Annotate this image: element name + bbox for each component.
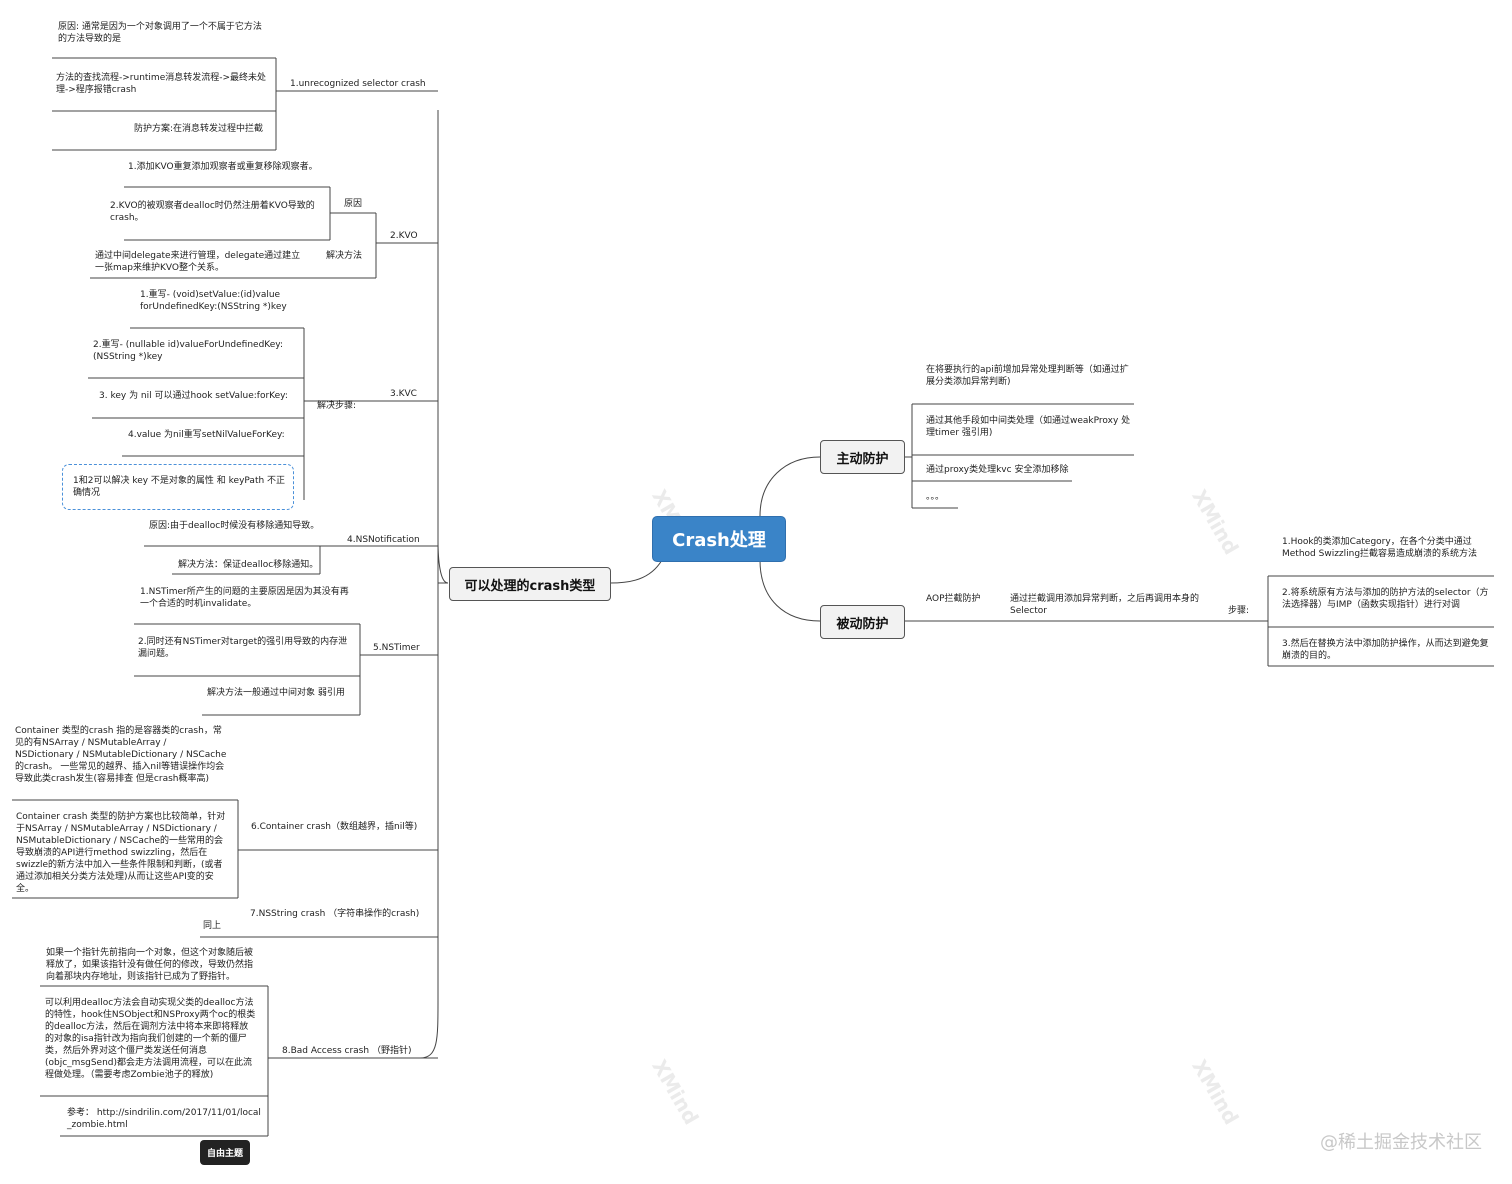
passive-step-3[interactable]: 3.然后在替换方法中添加防护操作，从而达到避免复崩溃的目的。 — [1282, 639, 1489, 661]
bad-access-reference[interactable]: 参考： http://sindrilin.com/2017/11/01/loca… — [67, 1108, 261, 1130]
kvc-note[interactable]: 1和2可以解决 key 不是对象的属性 和 keyPath 不正确情况 — [73, 476, 286, 498]
passive-step-1[interactable]: 1.Hook的类添加Category，在各个分类中通过Method Swizzl… — [1282, 537, 1478, 559]
unrecognized-flow[interactable]: 方法的查找流程->runtime消息转发流程->最终未处理->程序报错crash — [56, 73, 267, 95]
timer-solution[interactable]: 解决方法一般通过中间对象 弱引用 — [207, 688, 345, 698]
main-topic-crash-types[interactable]: 可以处理的crash类型 — [449, 567, 611, 601]
passive-aop-description[interactable]: 通过拦截调用添加异常判断，之后再调用本身的Selector — [1010, 594, 1200, 616]
branch-unrecognized-selector[interactable]: 1.unrecognized selector crash — [290, 79, 426, 89]
active-item-3[interactable]: 通过proxy类处理kvc 安全添加移除 — [926, 465, 1069, 475]
active-item-4[interactable]: 。。。 — [926, 492, 945, 502]
passive-steps-label[interactable]: 步骤: — [1228, 606, 1250, 616]
connector-central-left — [609, 559, 663, 584]
kvc-step-1[interactable]: 1.重写- (void)setValue:(id)value forUndefi… — [140, 290, 287, 312]
branch-nstimer[interactable]: 5.NSTimer — [373, 643, 420, 653]
timer-item-2[interactable]: 2.同时还有NSTimer对target的强引用导致的内存泄漏问题。 — [138, 637, 348, 659]
passive-aop[interactable]: AOP拦截防护 — [926, 594, 981, 604]
connector-central-passive — [759, 559, 821, 622]
bad-access-description[interactable]: 如果一个指针先前指向一个对象，但这个对象随后被释放了，如果该指针没有做任何的修改… — [46, 948, 254, 982]
branch-nsstring-crash[interactable]: 7.NSString crash （字符串操作的crash) — [250, 909, 420, 919]
kvc-note-box[interactable] — [62, 464, 294, 510]
connector-left-trunk — [419, 110, 449, 1059]
kvo-reason-label[interactable]: 原因 — [344, 199, 363, 209]
notification-reason[interactable]: 原因:由于dealloc时候没有移除通知导致。 — [149, 521, 320, 531]
kvc-step-4[interactable]: 4.value 为nil重写setNilValueForKey: — [128, 430, 285, 440]
kvo-solution[interactable]: 通过中间delegate来进行管理，delegate通过建立一张map来维护KV… — [95, 251, 301, 273]
kvo-reason-2[interactable]: 2.KVO的被观察者dealloc时仍然注册着KVO导致的crash。 — [110, 201, 315, 223]
container-description[interactable]: Container 类型的crash 指的是容器类的crash，常见的有NSAr… — [15, 726, 227, 784]
unrecognized-reason[interactable]: 原因: 通常是因为一个对象调用了一个不属于它方法的方法导致的是 — [58, 22, 262, 44]
kvo-solution-label[interactable]: 解决方法 — [326, 251, 363, 261]
site-watermark: @稀土掘金技术社区 — [1320, 1132, 1482, 1153]
branch-nsnotification[interactable]: 4.NSNotification — [347, 535, 420, 545]
branch-kvo[interactable]: 2.KVO — [390, 231, 418, 241]
unrecognized-defense[interactable]: 防护方案:在消息转发过程中拦截 — [134, 124, 264, 134]
passive-step-2[interactable]: 2.将系统原有方法与添加的防护方法的selector（方法选择器）与IMP（函数… — [1282, 588, 1489, 610]
central-topic[interactable]: Crash处理 — [652, 516, 786, 562]
branch-kvc[interactable]: 3.KVC — [390, 389, 417, 399]
connector-central-active — [759, 456, 821, 517]
main-topic-active-protection[interactable]: 主动防护 — [820, 440, 905, 474]
kvo-reason-1[interactable]: 1.添加KVO重复添加观察者或重复移除观察者。 — [128, 162, 318, 172]
notification-solution[interactable]: 解决方法：保证dealloc移除通知。 — [178, 560, 319, 570]
active-item-2[interactable]: 通过其他手段如中间类处理（如通过weakProxy 处理timer 强引用) — [926, 416, 1131, 438]
nsstring-same[interactable]: 同上 — [203, 921, 222, 931]
branch-bad-access-crash[interactable]: 8.Bad Access crash （野指针) — [282, 1046, 412, 1056]
main-topic-passive-protection[interactable]: 被动防护 — [820, 605, 905, 639]
timer-item-1[interactable]: 1.NSTimer所产生的问题的主要原因是因为其没有再一个合适的时机invali… — [140, 587, 349, 609]
kvc-steps-label[interactable]: 解决步骤: — [317, 401, 357, 411]
free-topic[interactable]: 自由主题 — [200, 1140, 250, 1165]
active-item-1[interactable]: 在将要执行的api前增加异常处理判断等（如通过扩展分类添加异常判断) — [926, 365, 1129, 387]
kvc-step-3[interactable]: 3. key 为 nil 可以通过hook setValue:forKey: — [99, 391, 288, 401]
kvc-step-2[interactable]: 2.重写- (nullable id)valueForUndefinedKey:… — [93, 340, 283, 362]
bad-access-solution[interactable]: 可以利用dealloc方法会自动实现父类的dealloc方法的特性，hook住N… — [45, 998, 256, 1080]
branch-container-crash[interactable]: 6.Container crash（数组越界，插nil等) — [251, 822, 418, 832]
container-defense[interactable]: Container crash 类型的防护方案也比较简单，针对于NSArray … — [16, 812, 226, 894]
